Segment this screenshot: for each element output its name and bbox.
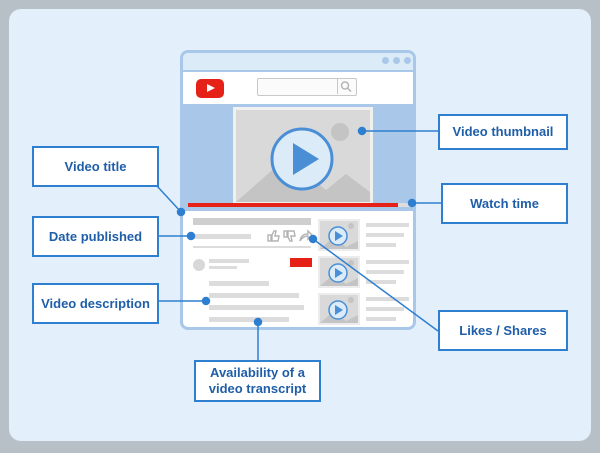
video-player [183,104,413,211]
description-line [209,281,269,286]
thumbs-down-icon [283,230,296,242]
callout-likes-shares: Likes / Shares [438,310,568,351]
related-title-line [366,297,409,301]
window-titlebar [183,53,413,72]
related-title-line [366,233,404,237]
description-line [209,329,251,330]
search-icon [337,79,356,94]
callout-video-description: Video description [32,283,159,324]
related-title-line [366,260,409,264]
date-placeholder [193,234,251,239]
callout-video-title: Video title [32,146,159,187]
description-line [209,317,289,322]
related-video-thumbnail [318,219,360,251]
divider [193,246,311,248]
related-title-line [366,280,396,284]
description-line [209,293,299,298]
engagement-icons [267,229,313,242]
related-title-line [366,270,404,274]
youtube-logo-icon [196,79,224,98]
related-title-line [366,243,396,247]
callout-video-transcript: Availability of a video transcript [194,360,321,402]
callout-video-thumbnail: Video thumbnail [438,114,568,150]
browser-mockup [180,50,416,330]
thumbnail-image [236,123,370,202]
description-line [209,305,304,310]
channel-avatar [193,259,205,271]
subscribe-button [290,258,312,267]
window-dot-icon [382,57,389,64]
site-header [183,72,413,104]
search-box [257,78,357,96]
thumbs-up-icon [267,230,280,242]
window-dot-icon [404,57,411,64]
window-dot-icon [393,57,400,64]
channel-name-placeholder [209,259,249,263]
share-icon [299,229,313,242]
related-title-line [366,307,404,311]
subscriber-count-placeholder [209,266,237,269]
callout-watch-time: Watch time [441,183,568,224]
related-title-line [366,317,396,321]
watch-progress-bar [188,203,411,207]
video-thumbnail [233,107,373,205]
related-video-thumbnail [318,256,360,288]
title-placeholder [193,218,311,225]
related-title-line [366,223,409,227]
watch-progress-fill [188,203,398,207]
related-video-thumbnail [318,293,360,325]
callout-date-published: Date published [32,216,159,257]
